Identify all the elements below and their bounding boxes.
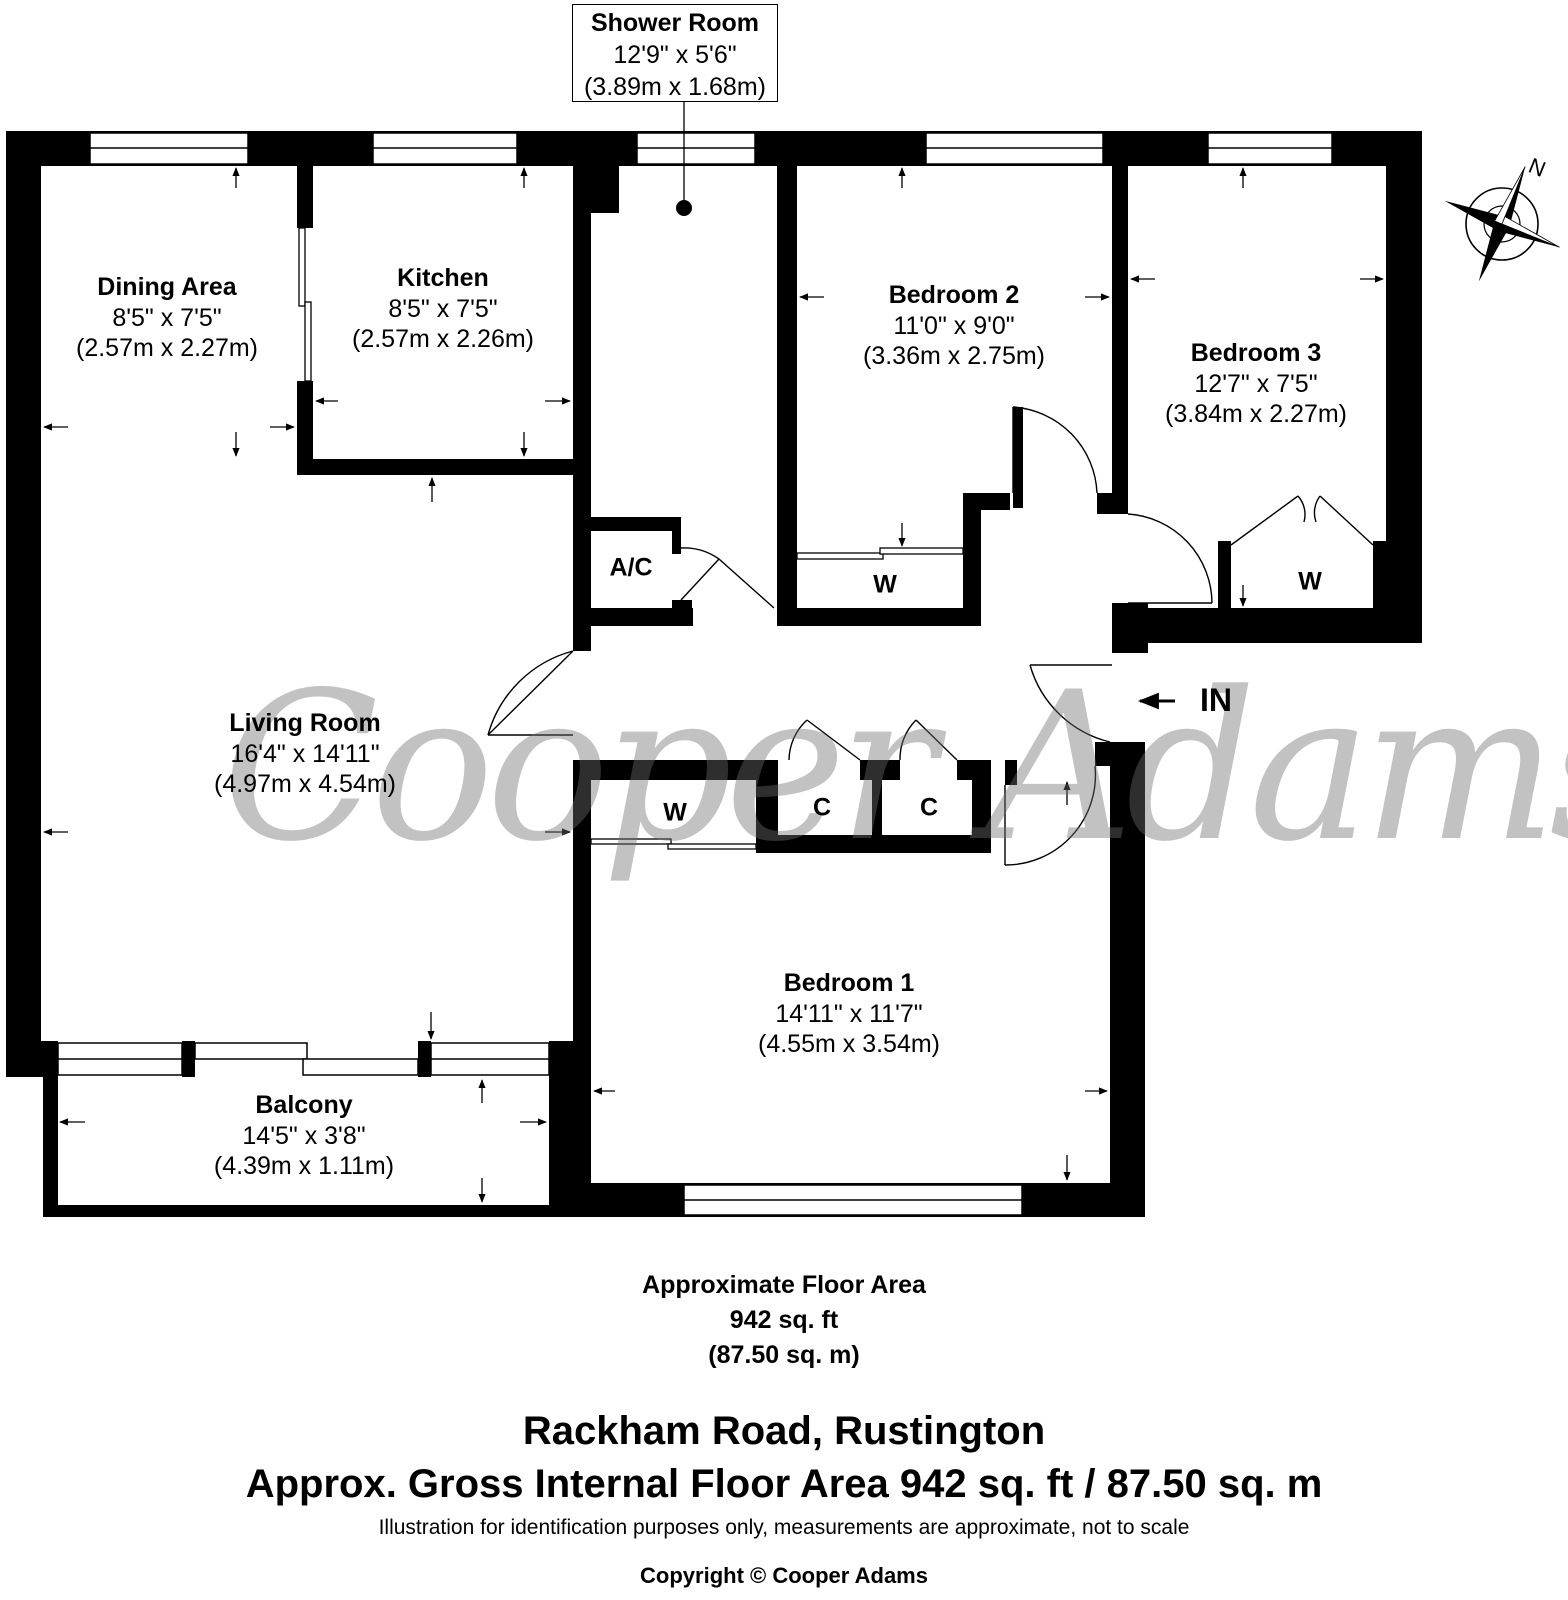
property-address: Rackham Road, Rustington [522, 1409, 1046, 1453]
room-name: Living Room [229, 709, 381, 737]
room-metric: (4.97m x 4.54m) [213, 770, 397, 798]
room-imperial: 8'5" x 7'5" [388, 294, 498, 323]
address-block: Rackham Road, Rustington Approx. Gross I… [246, 1405, 1323, 1511]
room-label-bedroom-1: Bedroom 1 14'11" x 11'7" (4.55m x 3.54m) [758, 968, 940, 1060]
room-label-bedroom-2: Bedroom 2 11'0" x 9'0" (3.36m x 2.75m) [863, 280, 1045, 372]
floor-area-summary: Approximate Floor Area 942 sq. ft (87.50… [642, 1268, 926, 1373]
room-label-dining-area: Dining Area 8'5" x 7'5" (2.57m x 2.27m) [76, 272, 258, 364]
dimension-arrows [43, 167, 1384, 1203]
room-name: Balcony [255, 1091, 353, 1119]
room-name: Shower Room [590, 9, 760, 37]
airing-cupboard-tag: A/C [609, 553, 653, 582]
north-label: N [1525, 153, 1549, 182]
door-swings [487, 406, 1374, 866]
walls [6, 131, 1422, 1217]
ceiling-light [676, 200, 692, 216]
room-metric: (2.57m x 2.26m) [351, 325, 535, 353]
room-name: Dining Area [97, 273, 237, 301]
floor-area-sqft: 942 sq. ft [729, 1306, 839, 1334]
wardrobe-tag-hall: W [663, 798, 687, 827]
compass-icon: N [1444, 153, 1560, 282]
entrance-label: IN [1200, 682, 1232, 718]
room-imperial: 11'0" x 9'0" [893, 311, 1015, 340]
room-imperial: 14'5" x 3'8" [242, 1121, 366, 1150]
room-imperial: 12'9" x 5'6" [613, 41, 737, 69]
room-metric: (3.84m x 2.27m) [1164, 400, 1348, 428]
wardrobe-tag-bedroom-2: W [873, 570, 897, 599]
copyright: Copyright © Cooper Adams [640, 1563, 928, 1588]
room-metric: (2.57m x 2.27m) [75, 334, 259, 362]
room-label-balcony: Balcony 14'5" x 3'8" (4.39m x 1.11m) [214, 1090, 394, 1182]
floor-area-heading: Approximate Floor Area [642, 1271, 926, 1299]
windows [57, 132, 1333, 1216]
sliding-doors [298, 227, 964, 850]
room-label-living-room: Living Room 16'4" x 14'11" (4.97m x 4.54… [214, 708, 396, 800]
room-metric: (3.36m x 2.75m) [862, 342, 1046, 370]
room-imperial: 12'7" x 7'5" [1194, 369, 1318, 398]
room-name: Bedroom 1 [783, 969, 915, 997]
room-imperial: 16'4" x 14'11" [230, 739, 380, 768]
wardrobe-tag-bedroom-3: W [1298, 567, 1322, 596]
room-label-kitchen: Kitchen 8'5" x 7'5" (2.57m x 2.26m) [352, 263, 534, 355]
room-name: Bedroom 3 [1190, 339, 1322, 367]
shower-room-callout: Shower Room 12'9" x 5'6" (3.89m x 1.68m) [572, 4, 778, 102]
room-metric: (4.39m x 1.11m) [213, 1152, 395, 1180]
cupboard-tag-1: C [812, 793, 832, 822]
floor-area-sqm: (87.50 sq. m) [708, 1341, 860, 1369]
disclaimer: Illustration for identification purposes… [378, 1516, 1190, 1539]
cupboard-tag-2: C [919, 793, 939, 822]
gross-internal-area: Approx. Gross Internal Floor Area 942 sq… [245, 1462, 1323, 1507]
room-metric: (3.89m x 1.68m) [583, 73, 766, 101]
watermark: Cooper Adams [222, 649, 1568, 887]
room-imperial: 14'11" x 11'7" [775, 999, 923, 1028]
room-metric: (4.55m x 3.54m) [757, 1030, 941, 1058]
room-name: Bedroom 2 [888, 281, 1020, 309]
room-name: Kitchen [397, 264, 489, 292]
room-label-bedroom-3: Bedroom 3 12'7" x 7'5" (3.84m x 2.27m) [1165, 338, 1347, 430]
room-imperial: 8'5" x 7'5" [112, 303, 222, 332]
